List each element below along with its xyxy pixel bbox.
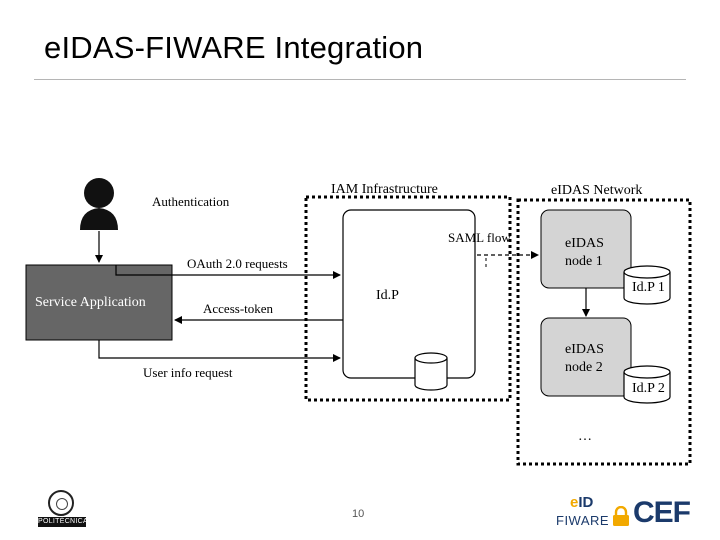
more-nodes-ellipsis: … [578,429,592,444]
eidas-node-1-label-line2: node 1 [565,254,603,269]
oauth-label: OAuth 2.0 requests [187,256,288,271]
idp-1-database-icon [623,265,671,305]
eidas-network-box [516,198,692,466]
user-info-label: User info request [143,365,233,380]
user-icon [80,178,118,230]
eidas-node-1-label-line1: eIDAS [565,236,604,251]
user-info-arrow [98,340,341,362]
idp-box [342,209,476,379]
access-token-label: Access-token [203,301,274,316]
eidas-node-2-box [540,317,632,397]
page-number: 10 [352,508,365,520]
upm-logo-text: POLITÉCNICA [38,517,88,527]
eid-logo-id: ID [578,494,594,511]
eid-logo-text: eID [570,494,593,511]
database-icon [414,352,448,391]
oauth-arrow [115,265,341,279]
fiware-logo-text: FIWARE [556,513,610,528]
service-application-box [25,264,173,341]
upm-seal-icon [48,490,74,516]
title-divider [34,79,686,80]
cef-logo-text: CEF [633,496,691,529]
lock-icon [613,506,629,526]
idp-1-label: Id.P 1 [632,280,665,295]
slide-title: eIDAS-FIWARE Integration [44,30,424,65]
iam-infrastructure-box [304,195,512,402]
idp-2-database-icon [623,365,671,404]
service-application-label: Service Application [35,295,146,310]
idp-label: Id.P [376,288,399,303]
saml-flow-label: SAML flow [448,230,511,245]
eidas-node-2-label-line1: eIDAS [565,342,604,357]
authentication-label: Authentication [152,194,230,209]
eidas-network-label: eIDAS Network [551,183,642,198]
eid-fiware-cef-logo: eID FIWARE CEF [556,494,691,530]
iam-infrastructure-label: IAM Infrastructure [331,182,438,197]
idp-2-label: Id.P 2 [632,381,665,396]
eidas-node-2-label-line2: node 2 [565,360,603,375]
upm-logo: POLITÉCNICA [38,490,88,528]
eid-logo-e: e [570,494,579,511]
